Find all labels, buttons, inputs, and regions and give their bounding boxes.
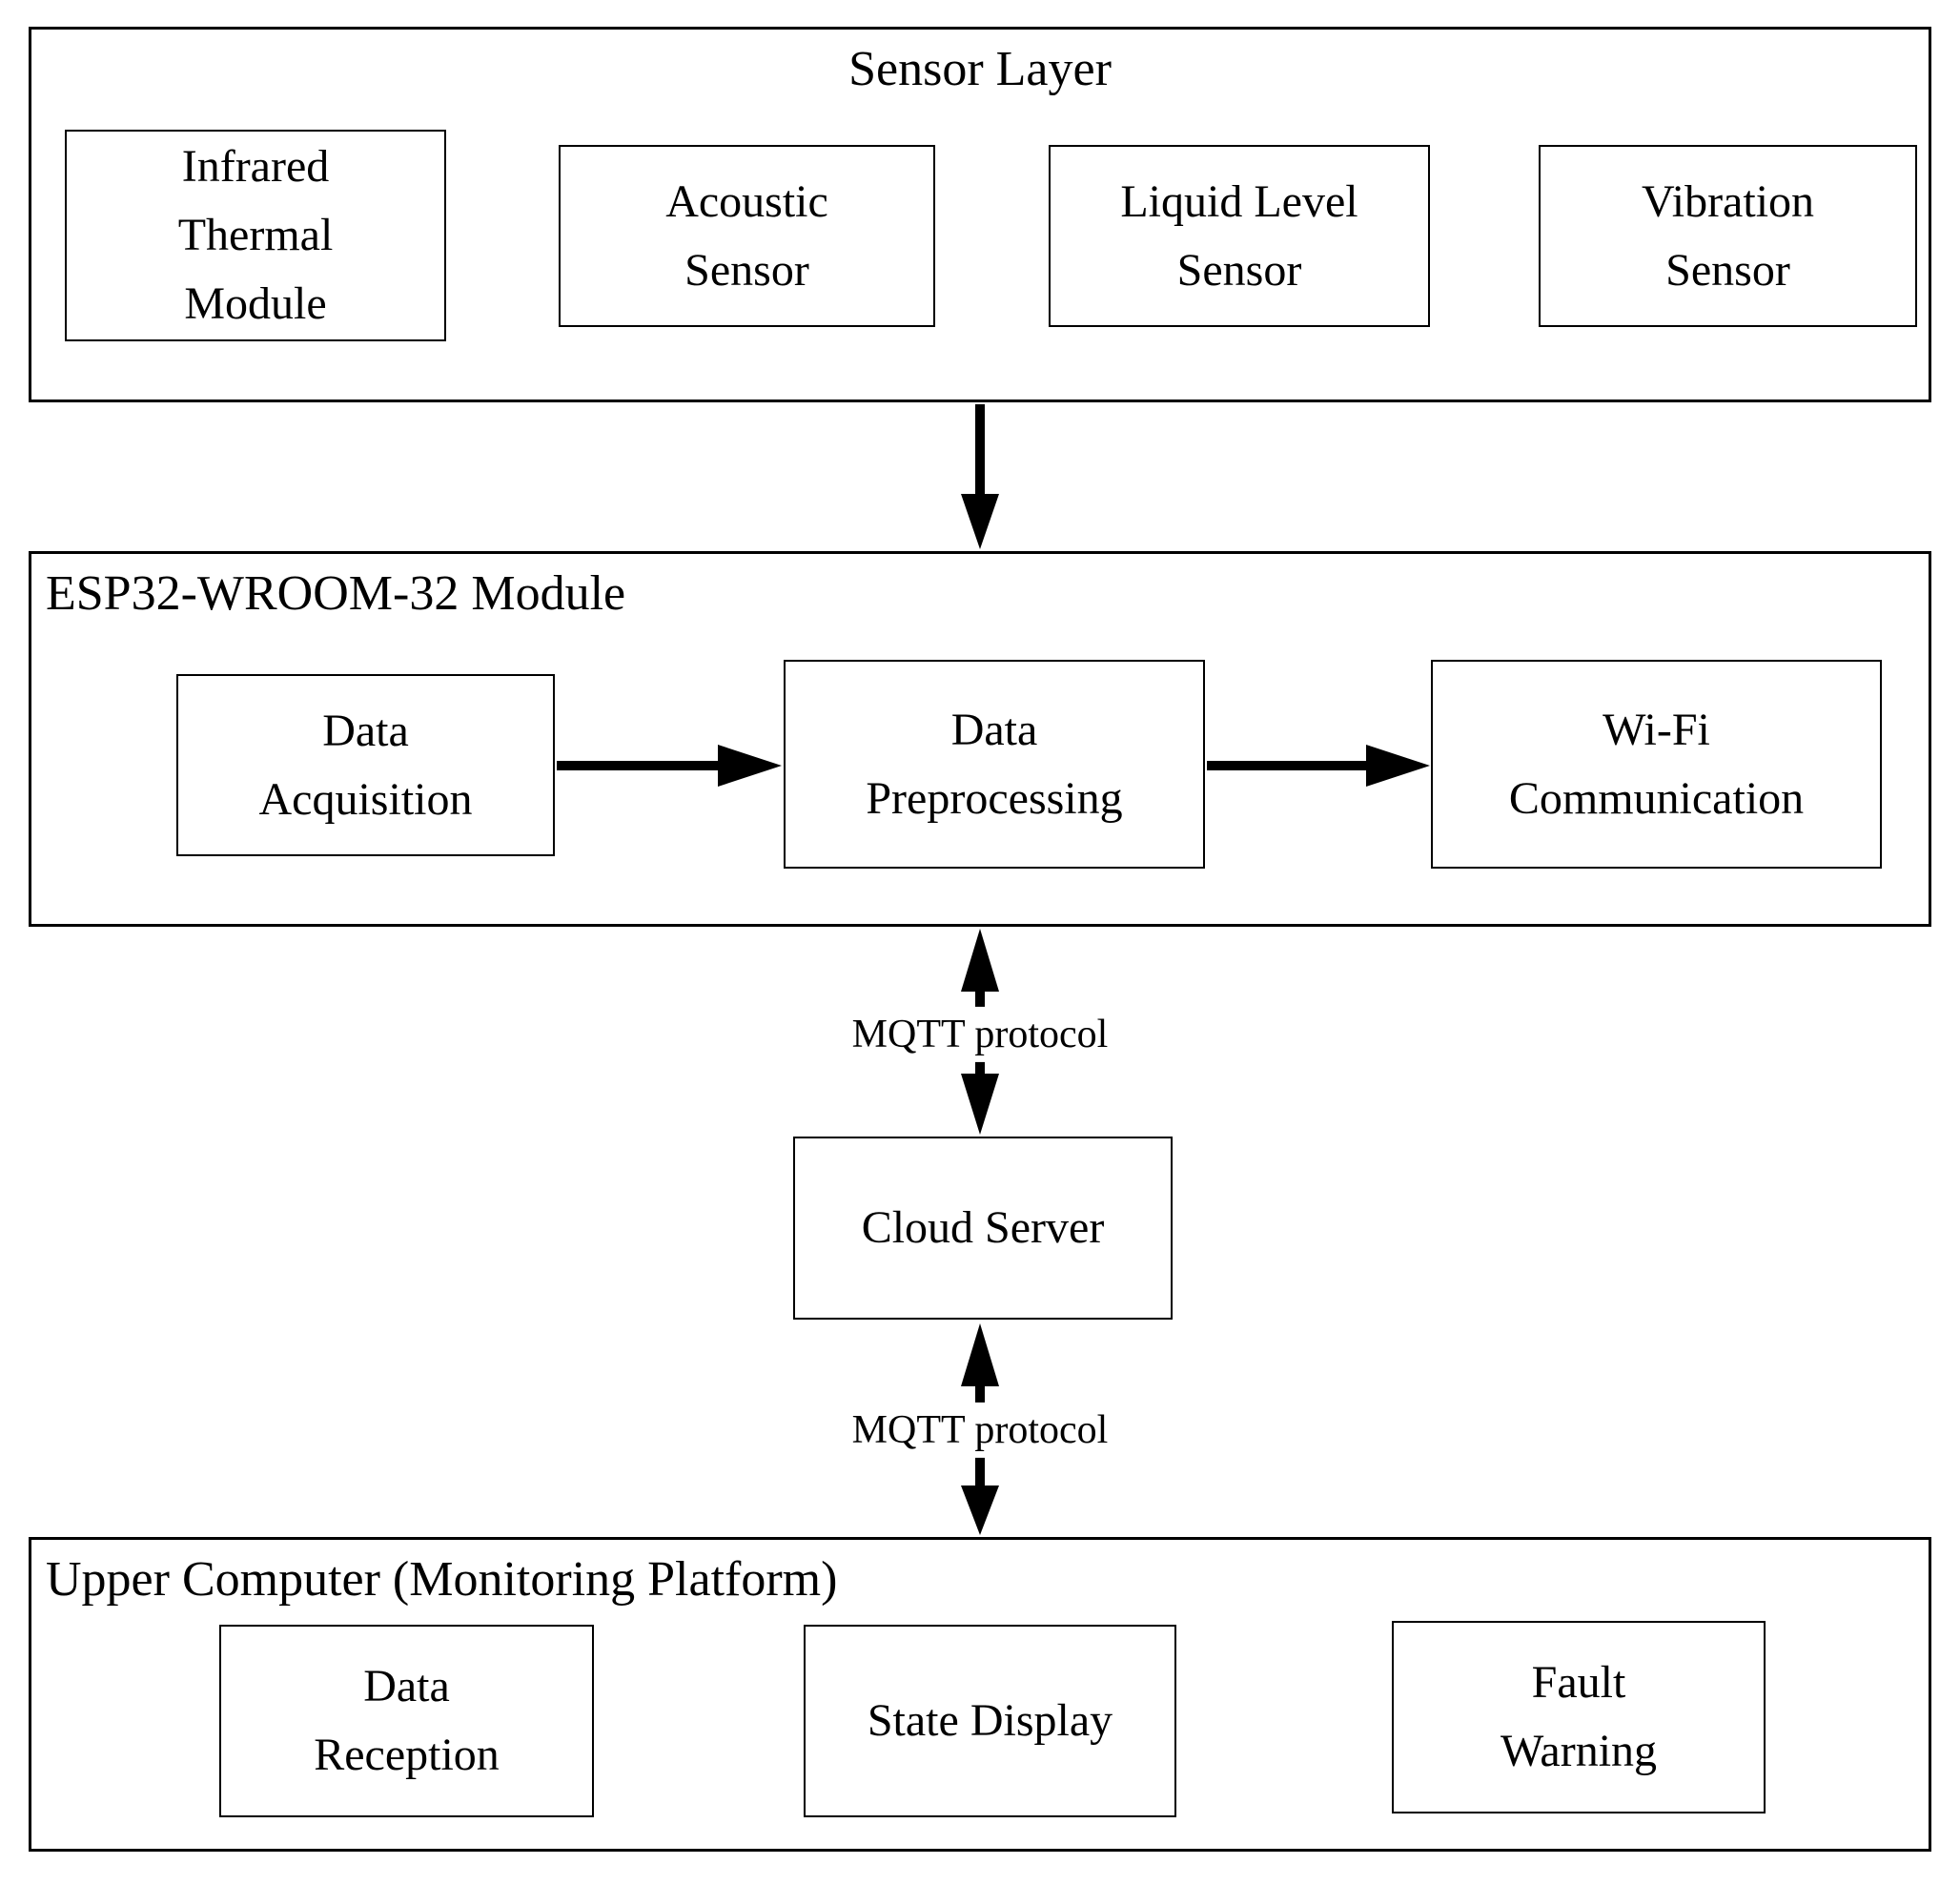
box-wifi-communication: Wi-Fi Communication (1431, 660, 1882, 869)
esp32-module-title: ESP32-WROOM-32 Module (46, 566, 626, 621)
upper-computer-title: Upper Computer (Monitoring Platform) (46, 1552, 838, 1607)
box-vibration-sensor: Vibration Sensor (1539, 145, 1917, 327)
box-infrared-thermal-module: Infrared Thermal Module (65, 130, 446, 341)
box-data-reception: Data Reception (219, 1625, 594, 1817)
box-fault-warning: Fault Warning (1392, 1621, 1766, 1813)
box-data-acquisition: Data Acquisition (176, 674, 555, 856)
box-cloud-server: Cloud Server (793, 1137, 1173, 1320)
sensor-layer-title: Sensor Layer (848, 42, 1112, 96)
mqtt-protocol-label-lower: MQTT protocol (836, 1402, 1124, 1459)
arrow-sensor-to-esp32 (961, 404, 999, 549)
box-acoustic-sensor: Acoustic Sensor (559, 145, 935, 327)
box-data-preprocessing: Data Preprocessing (784, 660, 1205, 869)
box-state-display: State Display (804, 1625, 1176, 1817)
box-liquid-level-sensor: Liquid Level Sensor (1049, 145, 1430, 327)
mqtt-protocol-label-upper: MQTT protocol (836, 1006, 1124, 1063)
